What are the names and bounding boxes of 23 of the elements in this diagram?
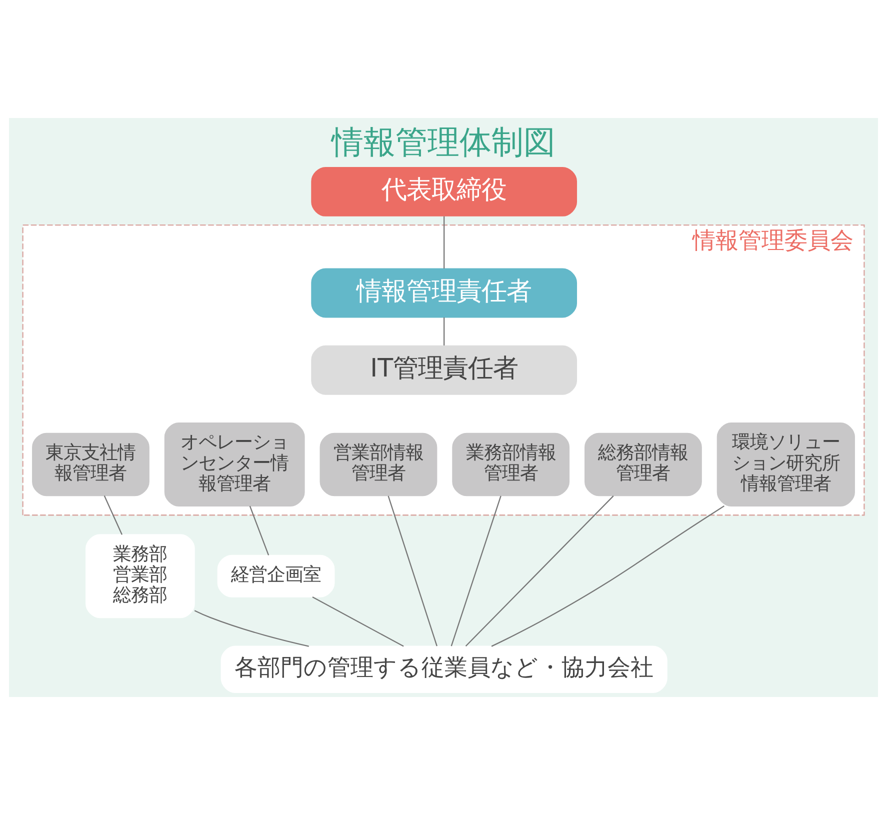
diagram-title: 情報管理体制図 [331, 123, 555, 162]
node-box: 業務部 営業部 総務部 [85, 534, 194, 618]
node-box: オペレーションセンター情報管理者 [164, 422, 304, 506]
connector [443, 216, 444, 269]
connector [312, 596, 404, 647]
node-box: 各部門の管理する従業員など・協力会社 [220, 646, 667, 693]
node-box: IT管理責任者 [310, 345, 577, 395]
connector [248, 506, 269, 556]
connector [443, 317, 444, 346]
connector [387, 496, 437, 646]
connector [490, 505, 724, 647]
connector [103, 496, 122, 535]
node-box: 総務部情報管理者 [584, 432, 702, 496]
node-box: 環境ソリューション研究所情報管理者 [716, 422, 854, 506]
connector [194, 610, 308, 647]
node-box: 経営企画室 [216, 554, 334, 598]
node-box: 情報管理責任者 [310, 268, 577, 318]
node-box: 営業部情報管理者 [319, 432, 437, 496]
connector [450, 496, 501, 646]
connector [464, 496, 614, 647]
node-box: 代表取締役 [310, 166, 577, 216]
node-box: 東京支社情報管理者 [32, 432, 149, 496]
node-box: 業務部情報管理者 [452, 432, 570, 496]
